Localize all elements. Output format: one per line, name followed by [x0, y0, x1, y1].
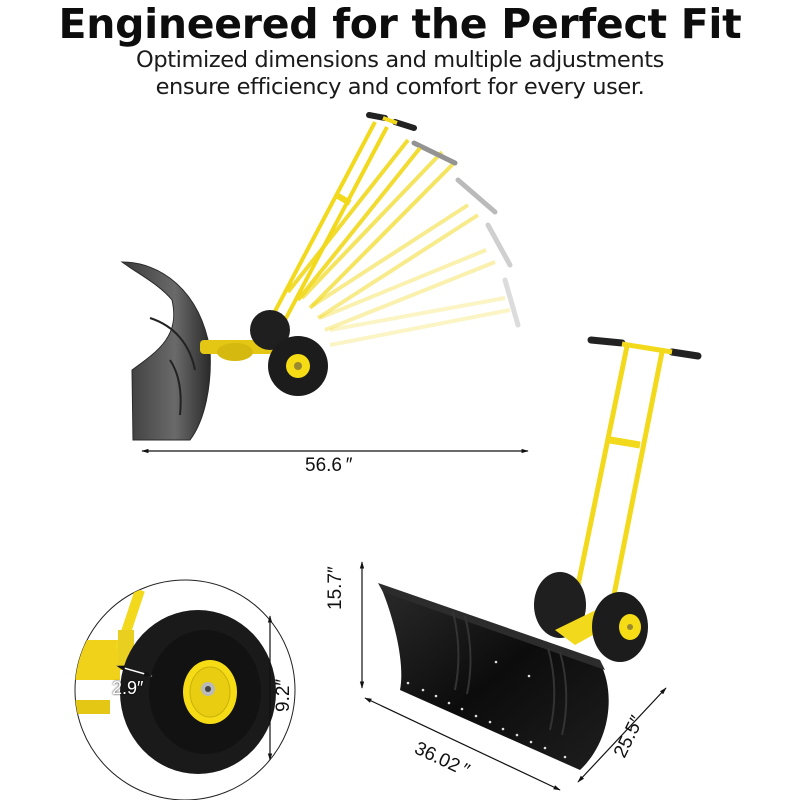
frame-rail-left	[572, 345, 630, 601]
handle-grip-right	[668, 348, 702, 360]
frame-rail-right	[608, 351, 665, 611]
handle-position-3	[300, 140, 458, 310]
handle-position-1	[271, 112, 417, 321]
blade-side-view	[120, 261, 211, 441]
tire-width-label: 2.9″	[112, 678, 144, 698]
handle-position-2	[286, 138, 422, 302]
width-dimension-arrow	[364, 697, 561, 791]
subtitle-line-2: ensure efficiency and comfort for every …	[155, 74, 645, 100]
side-view-adjustment-illustration	[120, 112, 529, 454]
handle-position-6	[329, 277, 521, 347]
tire-width-arrow	[116, 665, 153, 677]
wheel-detail-callout	[74, 579, 296, 800]
wheel-diameter-label: 9.2″	[273, 678, 294, 712]
length-dimension-label: 56.6 ″	[305, 455, 353, 476]
handle-position-5	[319, 222, 513, 332]
page-title: Engineered for the Perfect Fit	[58, 0, 742, 48]
subtitle-line-1: Optimized dimensions and multiple adjust…	[136, 47, 664, 73]
main-view-illustration	[359, 336, 702, 791]
height-dimension-label: 15.7″	[325, 566, 346, 610]
depth-dimension-arrow	[577, 687, 667, 783]
rear-wheel-side	[250, 310, 290, 350]
handle-grip-left	[587, 336, 626, 347]
handle-position-4	[310, 177, 498, 320]
